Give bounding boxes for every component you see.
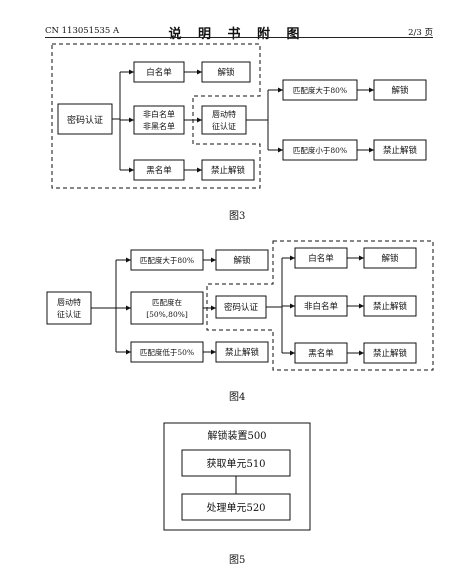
fig4-lip-label-2: 征认证 xyxy=(57,309,81,319)
fig4-lip-label-1: 唇动特 xyxy=(57,297,81,307)
fig3-lip-label-2: 征认证 xyxy=(212,121,236,131)
fig4-blacklist-label: 黑名单 xyxy=(308,348,334,359)
fig4-lt50-label: 匹配度低于50% xyxy=(140,347,194,357)
fig4-diagram xyxy=(46,240,434,371)
fig3-gt80-label: 匹配度大于80% xyxy=(293,85,347,95)
fig4-forbid-label-3: 禁止解锁 xyxy=(373,348,408,359)
fig3-whitelist-label: 白名单 xyxy=(146,67,172,78)
fig3-nonlist-label-1: 非白名单 xyxy=(143,109,175,119)
header-rule xyxy=(45,37,433,38)
fig3-link-lip xyxy=(246,90,269,150)
fig3-lt80-label: 匹配度小于80% xyxy=(293,145,347,155)
fig5-process-label: 处理单元520 xyxy=(206,502,265,514)
fig3-forbid-label-2: 禁止解锁 xyxy=(383,145,418,156)
fig5-diagram xyxy=(163,422,311,531)
fig5-device-box xyxy=(163,422,311,531)
fig4-whitelist-label: 白名单 xyxy=(308,253,334,264)
page-title: 说 明 书 附 图 xyxy=(168,27,306,42)
fig4-gt80-label: 匹配度大于80% xyxy=(140,255,194,265)
fig3-lip-label-1: 唇动特 xyxy=(212,109,236,119)
fig5-caption: 图5 xyxy=(229,555,246,566)
fig3-diagram xyxy=(51,43,427,189)
fig4-dashed-group xyxy=(206,240,434,371)
fig3-unlock-label-2: 解锁 xyxy=(391,85,409,96)
fig3-forbid-label-1: 禁止解锁 xyxy=(211,165,246,176)
fig3-password-label: 密码认证 xyxy=(67,114,103,126)
fig3-unlock-label-1: 解锁 xyxy=(217,67,235,78)
fig4-mid-label-2: [50%,80%] xyxy=(146,310,188,319)
fig4-mid-label-1: 匹配度在 xyxy=(152,297,182,307)
fig4-nonwhitelist-label: 非白名单 xyxy=(304,301,339,312)
fig4-forbid-label-1: 禁止解锁 xyxy=(225,347,260,358)
fig4-forbid-label-2: 禁止解锁 xyxy=(373,301,408,312)
fig5-device-label: 解锁装置500 xyxy=(207,429,266,442)
fig4-link-password xyxy=(266,258,283,353)
fig4-link-lip xyxy=(91,260,117,352)
fig4-match-mid-box xyxy=(130,291,204,325)
fig4-password-label: 密码认证 xyxy=(224,302,259,313)
fig4-lip-box xyxy=(46,291,92,325)
fig4-unlock-label-1: 解锁 xyxy=(233,255,251,266)
fig5-acquire-label: 获取单元510 xyxy=(206,458,265,470)
fig3-blacklist-label: 黑名单 xyxy=(146,165,172,176)
fig4-unlock-label-2: 解锁 xyxy=(381,253,399,264)
page-number: 2/3 页 xyxy=(408,28,433,38)
fig4-caption: 图4 xyxy=(229,392,246,403)
patent-number: CN 113051535 A xyxy=(45,26,120,36)
fig3-nonlist-label-2: 非黑名单 xyxy=(143,121,175,131)
fig3-dashed-group xyxy=(51,43,261,189)
fig3-link-password xyxy=(112,72,121,170)
fig3-caption: 图3 xyxy=(229,211,246,222)
